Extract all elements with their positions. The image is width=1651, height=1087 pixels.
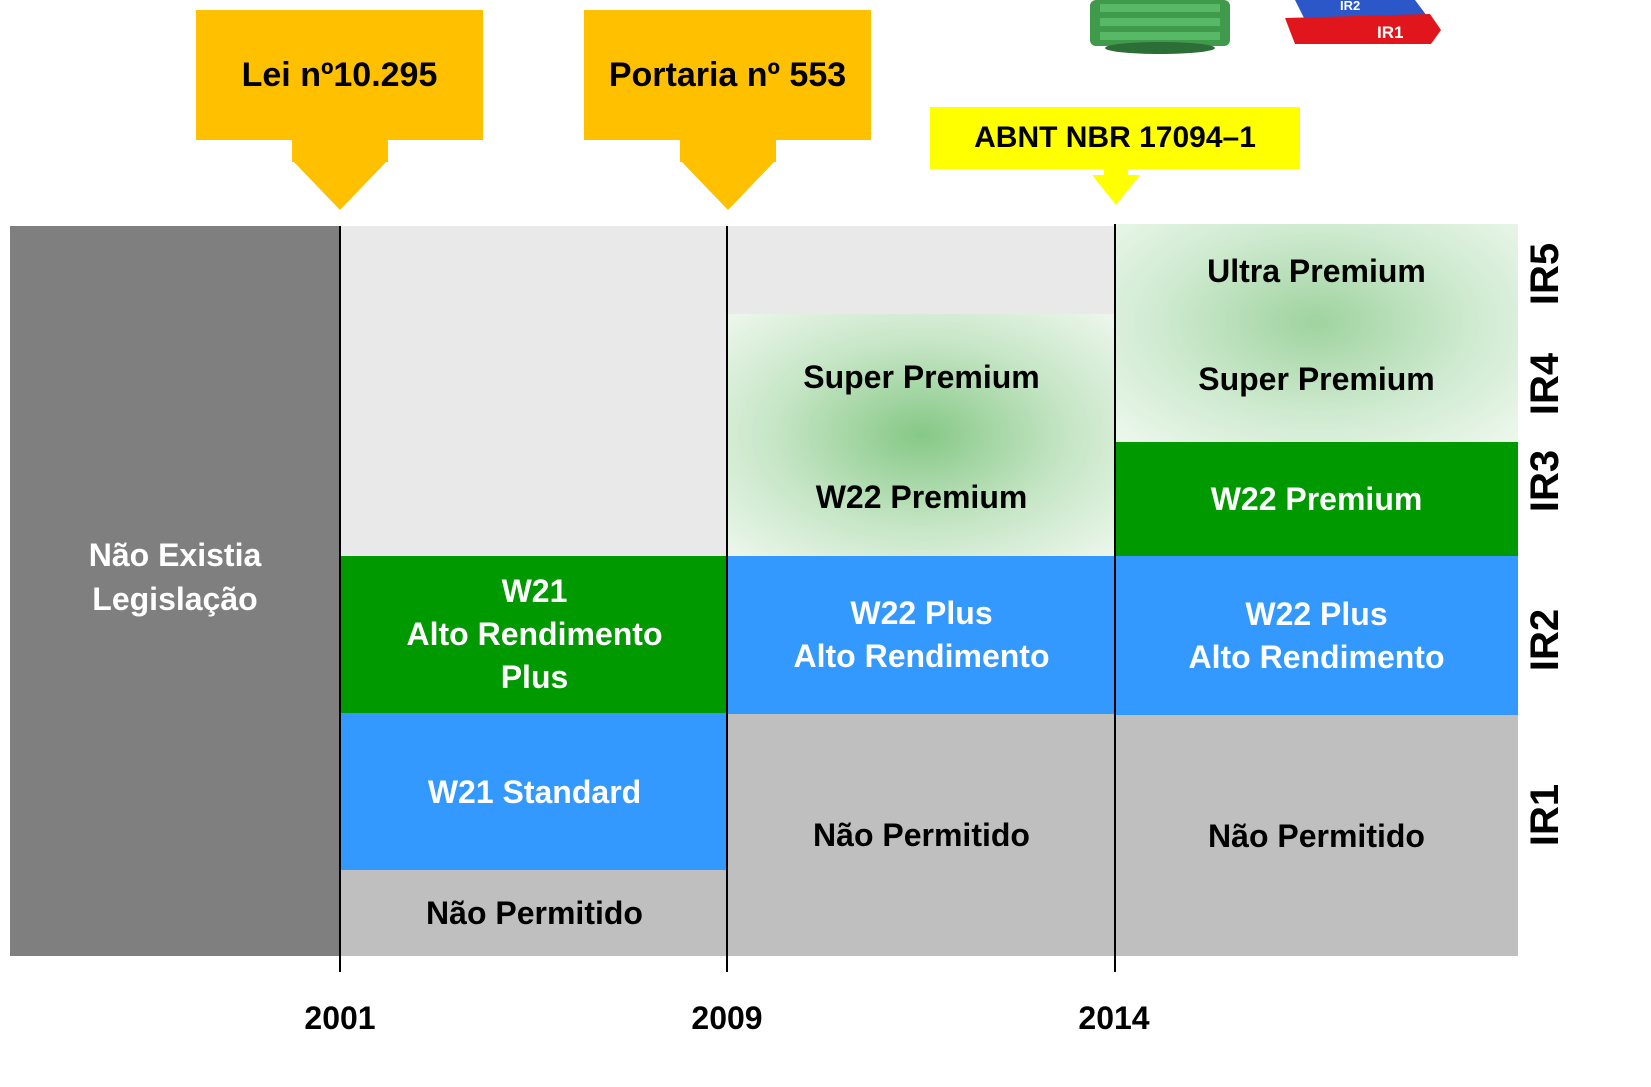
year-label-2009: 2009 — [691, 1000, 763, 1036]
callout-law-2001: Lei nº10.295 — [196, 10, 483, 140]
period-2009-not-permitted-label: Não Permitido — [813, 817, 1030, 853]
period-2009-premium-zone — [728, 314, 1115, 556]
period-2001-not-permitted-label: Não Permitido — [426, 895, 643, 931]
period-2009-super-premium: Super Premium — [728, 342, 1115, 412]
w21-alto-rendimento-plus: W21 Alto Rendimento Plus — [341, 556, 728, 713]
ir5-label: IR5 — [1523, 242, 1567, 306]
motor-graphic: IR2 IR1 — [1085, 0, 1455, 58]
ir3-label: IR3 — [1523, 449, 1567, 513]
period-2014-w22-plus: W22 Plus Alto Rendimento — [1115, 556, 1518, 715]
period-2001-not-permitted: Não Permitido — [341, 870, 728, 956]
period-2014-super-premium-label: Super Premium — [1198, 361, 1435, 397]
motor-image: IR2 IR1 — [1090, 0, 1441, 54]
period-2009-not-permitted: Não Permitido — [728, 714, 1115, 956]
period-2001-empty — [341, 226, 728, 556]
period-2014-not-permitted-label: Não Permitido — [1208, 817, 1425, 854]
callout-portaria-2009-label: Portaria nº 553 — [608, 55, 847, 94]
period-2014-ultra-premium: Ultra Premium — [1115, 236, 1518, 306]
ir2-label: IR2 — [1523, 608, 1567, 672]
callout-abnt-2014: ABNT NBR 17094–1 — [930, 107, 1300, 169]
label-ir2-top: IR2 — [1340, 0, 1360, 13]
callout-abnt-2014-stem — [1104, 168, 1128, 177]
year-label-2001: 2001 — [304, 1000, 376, 1036]
period-2009-super-premium-label: Super Premium — [803, 359, 1040, 395]
callout-portaria-2009-arrowhead — [680, 160, 776, 210]
ir4-label: IR4 — [1523, 352, 1567, 416]
label-ir1-top: IR1 — [1377, 23, 1403, 42]
period-before-2001: Não Existia Legislação — [10, 226, 340, 956]
period-2014-premium-zone — [1115, 224, 1518, 442]
ir1-label: IR1 — [1523, 783, 1567, 847]
period-2014-ultra-premium-label: Ultra Premium — [1207, 253, 1426, 289]
no-legislation-label: Não Existia Legislação — [88, 537, 262, 617]
period-2014-super-premium: Super Premium — [1115, 344, 1518, 414]
callout-portaria-2009: Portaria nº 553 — [584, 10, 871, 140]
w21-standard: W21 Standard — [341, 713, 728, 870]
callout-law-2001-arrowhead — [292, 160, 388, 210]
year-line-2001 — [339, 226, 341, 972]
callout-abnt-2014-arrowhead — [1092, 175, 1140, 205]
w21-alto-rendimento-plus-label: W21 Alto Rendimento Plus — [406, 573, 663, 695]
period-2014-w22-premium: W22 Premium — [1115, 442, 1518, 556]
callout-abnt-2014-label: ABNT NBR 17094–1 — [974, 121, 1256, 154]
period-2014-not-permitted: Não Permitido — [1115, 715, 1518, 956]
w21-standard-label: W21 Standard — [427, 773, 642, 810]
period-2009-w22-plus: W22 Plus Alto Rendimento — [728, 556, 1115, 714]
year-line-2009 — [726, 226, 728, 972]
period-2009-w22-premium-label: W22 Premium — [815, 479, 1028, 515]
period-2009-w22-plus-label: W22 Plus Alto Rendimento — [793, 595, 1050, 674]
period-2014-w22-premium-label: W22 Premium — [1210, 481, 1423, 517]
period-2009-empty — [728, 226, 1115, 314]
callout-law-2001-label: Lei nº10.295 — [241, 55, 438, 94]
callout-law-2001-arrow — [292, 140, 388, 162]
year-line-2014 — [1114, 224, 1116, 972]
period-2009-w22-premium: W22 Premium — [728, 462, 1115, 532]
period-2014-w22-plus-label: W22 Plus Alto Rendimento — [1188, 595, 1445, 675]
callout-portaria-2009-arrow — [680, 140, 776, 162]
year-label-2014: 2014 — [1078, 1000, 1150, 1036]
